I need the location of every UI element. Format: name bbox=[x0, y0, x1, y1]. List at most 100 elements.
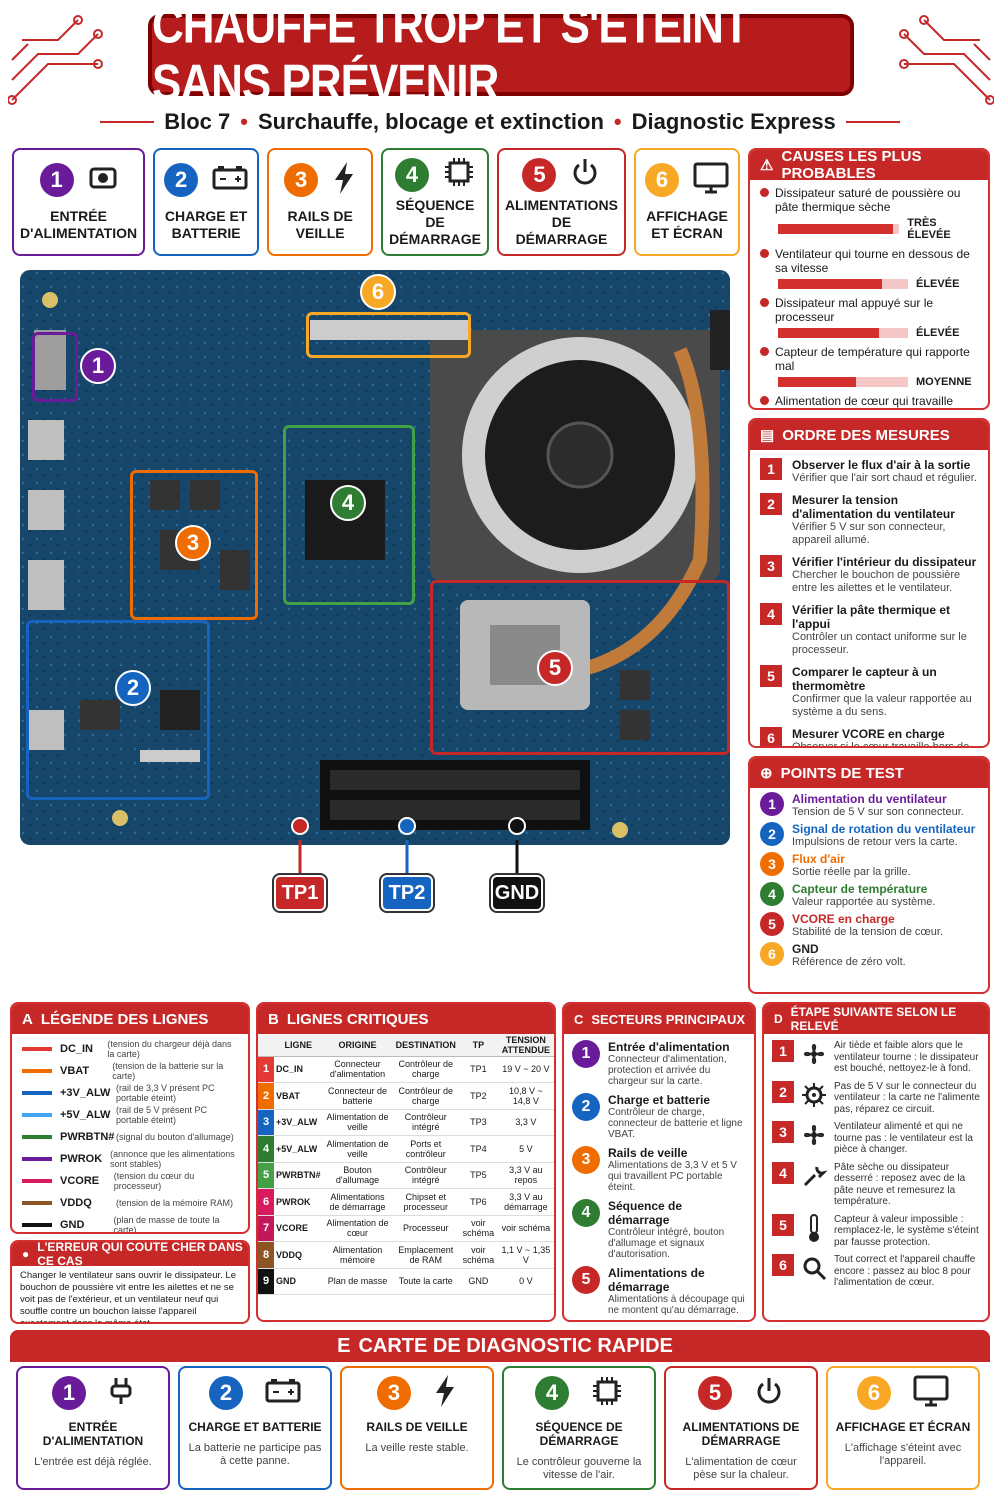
sector-number: 4 bbox=[572, 1199, 600, 1227]
likelihood-bar bbox=[778, 328, 908, 338]
gnd-label: GND bbox=[491, 875, 543, 911]
battery-icon bbox=[265, 1378, 301, 1409]
sector-title: Séquence de démarrage bbox=[608, 1199, 683, 1227]
likelihood-bar bbox=[778, 377, 908, 387]
step-desc: Vérifier que l'air sort chaud et régulie… bbox=[792, 472, 977, 484]
legend-list: DC_IN(tension du chargeur déjà dans la c… bbox=[12, 1034, 248, 1232]
warning-icon: ⚠ bbox=[760, 157, 774, 174]
zone-2-charge-battery bbox=[26, 620, 210, 800]
step-desc: Vérifier 5 V sur son connecteur, apparei… bbox=[792, 521, 946, 546]
likelihood-label: ÉLEVÉE bbox=[916, 327, 960, 339]
tp2-label: TP2 bbox=[381, 875, 433, 911]
zone-4-badge: 4 bbox=[330, 485, 366, 521]
test-point-title: GND bbox=[792, 942, 819, 956]
sector-title: Alimentations de démarrage bbox=[608, 1266, 705, 1294]
line-name: +3V_ALW bbox=[60, 1087, 111, 1099]
line-desc: (rail de 5 V présent PC portable éteint) bbox=[116, 1105, 208, 1125]
quick-card-title: AFFICHAGE ET ÉCRAN bbox=[835, 1420, 971, 1434]
zone-4-boot-sequence bbox=[283, 425, 415, 605]
motherboard-image: 1 6 4 3 2 5 bbox=[20, 270, 730, 845]
next-step-desc: Capteur à valeur impossible : remplacez-… bbox=[834, 1213, 979, 1248]
next-step-number: 4 bbox=[772, 1161, 794, 1184]
legend-item: DC_IN(tension du chargeur déjà dans la c… bbox=[12, 1038, 248, 1060]
quick-card-number: 3 bbox=[377, 1376, 411, 1410]
test-points-header: ⊕POINTS DE TEST bbox=[750, 758, 988, 788]
quick-card-top: 4 bbox=[535, 1374, 623, 1412]
table-header: ORIGINE bbox=[322, 1034, 393, 1057]
test-point-number: 6 bbox=[760, 942, 784, 966]
test-point-number: 1 bbox=[760, 792, 784, 816]
letter-badge: C bbox=[574, 1011, 584, 1027]
table-cell: PWROK bbox=[274, 1188, 323, 1216]
row-index: 2 bbox=[258, 1082, 274, 1110]
line-desc: (tension du cœur du processeur) bbox=[113, 1171, 195, 1191]
table-cell: Alimentation mémoire bbox=[322, 1241, 393, 1269]
stage-label: AFFICHAGE ET ÉCRAN bbox=[646, 208, 728, 241]
table-cell: Ports et contrôleur bbox=[392, 1135, 460, 1163]
quick-card-desc: L'affichage s'éteint avec l'appareil. bbox=[844, 1442, 962, 1467]
step-number: 5 bbox=[760, 665, 782, 687]
test-point-title: Flux d'air bbox=[792, 852, 845, 866]
table-cell: 3,3 V bbox=[497, 1109, 554, 1136]
error-header: ●L'ERREUR QUI COÛTE CHER DANS CE CAS bbox=[12, 1242, 248, 1268]
error-panel: ●L'ERREUR QUI COÛTE CHER DANS CE CAS Cha… bbox=[10, 1240, 250, 1324]
zone-3-standby-rails bbox=[130, 470, 258, 620]
gear-icon bbox=[800, 1081, 828, 1109]
quick-card-number: 5 bbox=[698, 1376, 732, 1410]
error-text: Changer le ventilateur sans ouvrir le di… bbox=[20, 1270, 236, 1324]
table-cell: Contrôleur intégré bbox=[392, 1109, 460, 1136]
causes-list: Dissipateur saturé de poussière ou pâte … bbox=[750, 186, 988, 408]
legend-item: GND(plan de masse de toute la carte) bbox=[12, 1214, 248, 1232]
power-jack-icon bbox=[88, 164, 118, 197]
line-name: VDDQ bbox=[60, 1197, 92, 1209]
stage-label: RAILS DE VEILLE bbox=[287, 208, 353, 241]
likelihood-label: ÉLEVÉE bbox=[916, 278, 960, 290]
quick-card-top: 5 bbox=[698, 1374, 784, 1412]
stage-label: CHARGE ET BATTERIE bbox=[164, 208, 248, 241]
test-point-desc: Valeur rapportée au système. bbox=[792, 896, 936, 908]
stage-number: 5 bbox=[522, 157, 557, 192]
table-cell: 0 V bbox=[497, 1268, 554, 1295]
cause-text: Ventilateur qui tourne en dessous de sa … bbox=[760, 247, 978, 275]
table-cell: Connecteur de batterie bbox=[322, 1082, 393, 1110]
table-cell: TP1 bbox=[459, 1056, 498, 1083]
step-number: 2 bbox=[760, 493, 782, 515]
table-cell: Chipset et processeur bbox=[392, 1188, 460, 1216]
chip-icon bbox=[591, 1375, 623, 1412]
cause-text: Dissipateur saturé de poussière ou pâte … bbox=[760, 186, 978, 214]
stage-top: 2 bbox=[164, 156, 248, 204]
test-point-leads bbox=[298, 840, 519, 875]
quick-card-top: 3 bbox=[377, 1374, 457, 1412]
quick-card-title: ENTRÉE D'ALIMENTATION bbox=[42, 1420, 144, 1448]
likelihood-label: TRÈS ÉLEVÉE bbox=[907, 217, 951, 241]
stage-number: 3 bbox=[284, 163, 319, 197]
zone-5-badge: 5 bbox=[537, 650, 573, 686]
next-step-desc: Ventilateur alimenté et qui ne tourne pa… bbox=[834, 1121, 973, 1155]
bullet-icon: • bbox=[240, 109, 248, 134]
test-point-desc: Stabilité de la tension de cœur. bbox=[792, 926, 944, 938]
table-header: LIGNE bbox=[274, 1034, 323, 1057]
line-swatch bbox=[22, 1201, 52, 1205]
page-title: CHAUFFE TROP ET S'ÉTEINT SANS PRÉVENIR bbox=[152, 0, 750, 112]
causes-title: CAUSES LES PLUS PROBABLES bbox=[781, 148, 922, 182]
legend-item: PWRBTN#(signal du bouton d'allumage) bbox=[12, 1126, 248, 1148]
step-number: 6 bbox=[760, 727, 782, 746]
table-cell: Emplacement de RAM bbox=[392, 1241, 460, 1269]
cause-level-row: TRÈS ÉLEVÉE bbox=[778, 217, 978, 241]
stage-label: ALIMENTATIONS DE DÉMARRAGE bbox=[504, 197, 618, 247]
table-cell: PWRBTN# bbox=[274, 1162, 323, 1189]
quick-title: CARTE DE DIAGNOSTIC RAPIDE bbox=[358, 1334, 673, 1357]
